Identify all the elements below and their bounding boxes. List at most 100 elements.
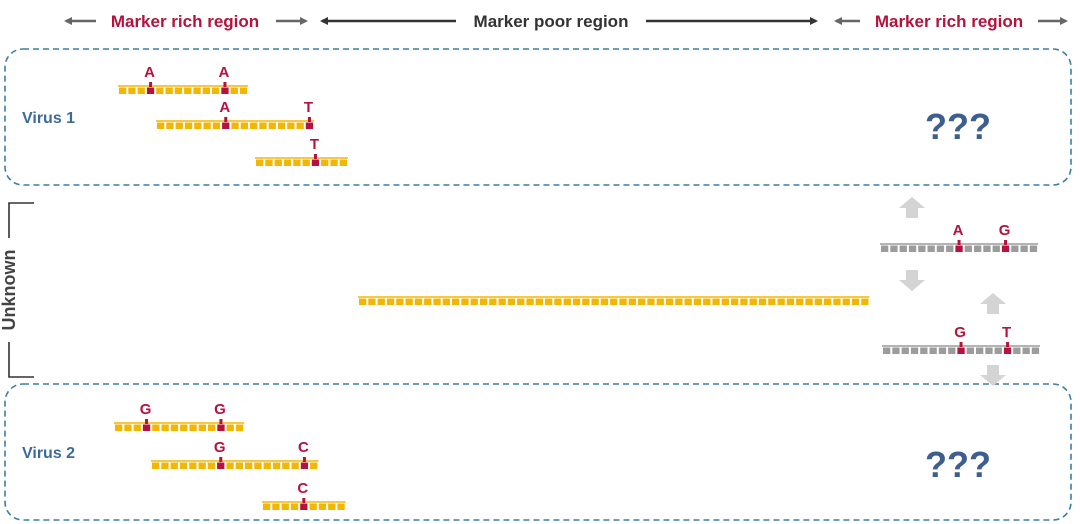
read-base (318, 503, 327, 510)
read-base (302, 159, 310, 166)
virus2-box (4, 383, 1072, 521)
marker-base (146, 87, 155, 94)
read-base (740, 298, 748, 305)
read-base (489, 298, 497, 305)
read-base (582, 298, 590, 305)
read-base (1029, 245, 1038, 252)
read-base (337, 503, 345, 510)
virus1-read-3: T (255, 136, 348, 166)
marker-base (222, 122, 230, 129)
unknown-bracket-gap (0, 238, 20, 342)
read-base (256, 159, 264, 166)
read-base (1013, 347, 1021, 354)
read-base (452, 298, 460, 305)
right-rich-region-label: Marker rich region (875, 12, 1023, 31)
read-base (290, 503, 299, 510)
read-base (796, 298, 804, 305)
read-base (1011, 245, 1019, 252)
read-base (899, 245, 907, 252)
marker-base (1001, 245, 1010, 252)
read-base (282, 462, 290, 469)
read-base (985, 347, 993, 354)
marker-letter: A (144, 64, 155, 81)
marker-base (300, 503, 308, 510)
read-base (1031, 347, 1040, 354)
read-base (198, 424, 206, 431)
marker-poor-region-label: Marker poor region (474, 12, 629, 31)
marker-letter: G (999, 222, 1011, 239)
read-base (591, 298, 599, 305)
read-base (927, 245, 935, 252)
read-base (929, 347, 937, 354)
read-base (424, 298, 432, 305)
marker-base (300, 462, 309, 469)
marker-tick (302, 457, 306, 462)
marker-letter: G (140, 401, 152, 418)
read-base (758, 298, 767, 305)
down-arrow-icon (980, 365, 1006, 386)
read-base (946, 245, 954, 252)
read-base (786, 298, 795, 305)
read-base (638, 298, 646, 305)
read-base (572, 298, 581, 305)
read-base (610, 298, 618, 305)
read-base (749, 298, 757, 305)
read-base (175, 122, 183, 129)
gray-direction-arrows (899, 197, 1006, 386)
read-base (414, 298, 423, 305)
read-base (161, 424, 169, 431)
read-base (174, 87, 183, 94)
read-base (124, 424, 132, 431)
read-base (964, 245, 972, 252)
read-base (184, 122, 193, 129)
read-base (152, 462, 160, 469)
read-base (920, 347, 928, 354)
read-base (976, 347, 984, 354)
read-base (115, 424, 123, 431)
read-base (368, 298, 376, 305)
read-base (235, 462, 243, 469)
virus1-box (4, 48, 1072, 186)
marker-tick (219, 419, 223, 424)
read-base (479, 298, 488, 305)
marker-letter: G (214, 401, 226, 418)
virus2-read-3: C (262, 480, 346, 510)
read-base (777, 298, 785, 305)
read-base (833, 298, 841, 305)
read-base (309, 503, 317, 510)
marker-letter: C (298, 439, 309, 456)
read-base (901, 347, 909, 354)
read-base (212, 122, 221, 129)
read-base (805, 298, 813, 305)
read-base (1020, 245, 1028, 252)
marker-letter: C (297, 480, 308, 497)
read-base (628, 298, 636, 305)
read-base (152, 424, 160, 431)
read-base (231, 122, 239, 129)
marker-tick (145, 419, 149, 424)
read-base (202, 87, 210, 94)
read-base (851, 298, 860, 305)
marker-base (217, 424, 225, 431)
virus1-unknown-mark: ??? (925, 106, 991, 147)
read-base (938, 347, 947, 354)
read-base (405, 298, 413, 305)
read-base (861, 298, 869, 305)
read-base (161, 462, 169, 469)
virus1-label: Virus 1 (22, 110, 75, 127)
read-base (535, 298, 543, 305)
read-base (656, 298, 664, 305)
read-base (165, 87, 173, 94)
down-arrow-icon (899, 270, 925, 291)
virus2-label: Virus 2 (22, 445, 75, 462)
read-base (189, 462, 197, 469)
read-base (277, 122, 286, 129)
marker-letter: T (1002, 324, 1011, 341)
marker-base (221, 87, 229, 94)
read-base (1022, 347, 1030, 354)
left-rich-region-label: Marker rich region (111, 12, 259, 31)
